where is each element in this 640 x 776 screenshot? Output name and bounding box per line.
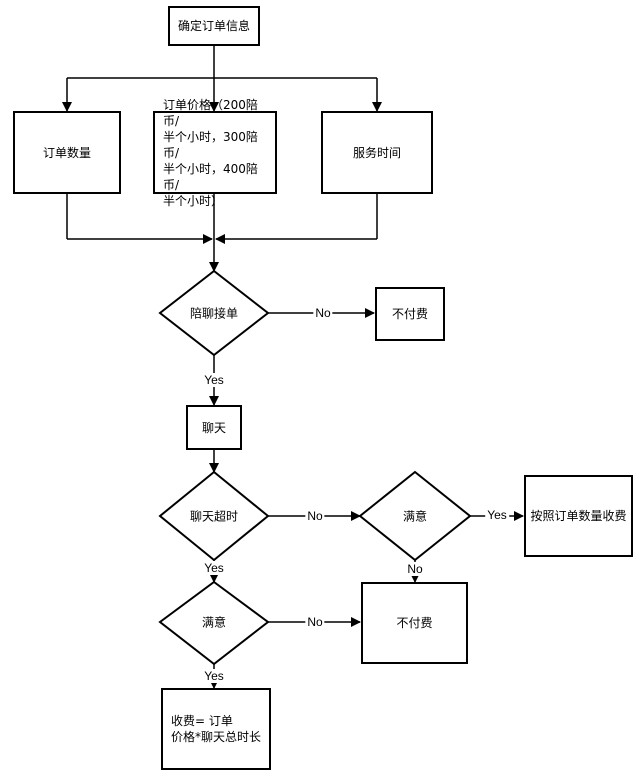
decision-accept-order-shape [158, 269, 270, 357]
box-no-charge-1: 不付费 [375, 287, 445, 341]
box-charge-by-quantity: 按照订单数量收费 [524, 475, 633, 557]
decision-satisfied-1-shape [358, 470, 472, 562]
decision-satisfied-1-label: 满意 [402, 509, 428, 524]
edge-label-satisfied1-yes: Yes [485, 508, 509, 522]
box-fee-formula: 收费= 订单 价格*聊天总时长 [161, 688, 271, 770]
decision-satisfied-2-shape [158, 580, 270, 666]
box-no-charge-2: 不付费 [361, 582, 468, 664]
edge-label-satisfied2-no: No [305, 615, 325, 629]
box-service-time: 服务时间 [321, 111, 433, 194]
edge-label-satisfied2-yes: Yes [202, 669, 226, 683]
box-order-quantity: 订单数量 [13, 111, 121, 194]
edge-label-timeout-no: No [305, 509, 325, 523]
edge-label-timeout-yes: Yes [202, 561, 226, 575]
edge-label-accept-yes: Yes [202, 373, 226, 387]
decision-accept-order-label: 陪聊接单 [189, 306, 239, 321]
edge-label-accept-no: No [313, 306, 333, 320]
decision-chat-timeout-label: 聊天超时 [189, 509, 239, 524]
box-chat: 聊天 [186, 405, 242, 450]
edge-label-satisfied1-no: No [405, 562, 425, 576]
box-confirm-order: 确定订单信息 [168, 6, 260, 46]
decision-chat-timeout-shape [158, 470, 270, 562]
decision-satisfied-2-label: 满意 [201, 615, 227, 630]
box-order-price: 订单价格（200陪币/ 半个小时，300陪币/ 半个小时，400陪币/ 半个小时… [153, 98, 277, 208]
